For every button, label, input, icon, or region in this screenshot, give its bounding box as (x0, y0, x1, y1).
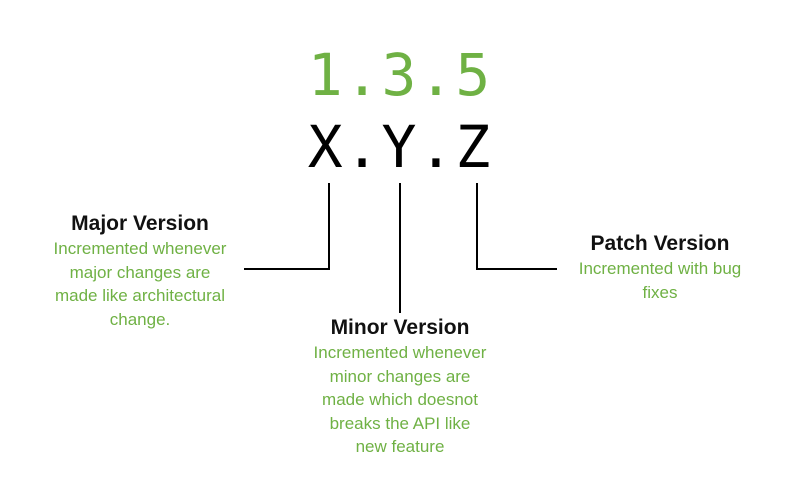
minor-version-block: Minor Version Incremented whenever minor… (290, 315, 510, 459)
major-version-description: Incremented whenever major changes are m… (53, 239, 227, 329)
major-version-block: Major Version Incremented whenever major… (30, 211, 250, 331)
patch-version-block: Patch Version Incremented with bug fixes (555, 231, 765, 304)
version-format: X.Y.Z (307, 113, 493, 181)
version-number: 1.3.5 (307, 41, 493, 109)
patch-version-title: Patch Version (590, 232, 730, 255)
patch-connector (476, 183, 557, 270)
patch-version-description: Incremented with bug fixes (578, 259, 742, 302)
major-version-title: Major Version (71, 212, 209, 235)
major-connector (244, 183, 330, 270)
minor-version-title: Minor Version (330, 316, 470, 339)
minor-version-description: Incremented whenever minor changes are m… (313, 343, 487, 456)
